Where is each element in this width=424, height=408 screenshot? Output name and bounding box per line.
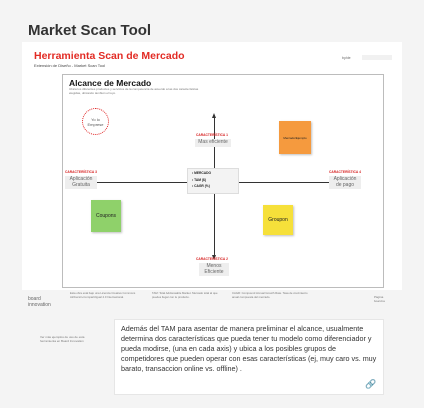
panel-description: Ubica los diferentes productos y servici… — [69, 87, 199, 95]
arrow-up-icon — [212, 113, 216, 118]
canvas-card: Herramienta Scan de Mercado Extensión de… — [22, 42, 402, 308]
description-text: Además del TAM para asentar de manera pr… — [121, 324, 377, 373]
footer-page: Página board.ia — [374, 295, 385, 303]
left-characteristic-value[interactable]: Aplicación Gratuita — [65, 176, 97, 189]
footer-tam-note: TAM: Total Addressable Market. Mercado t… — [152, 291, 218, 299]
bottom-characteristic-value[interactable]: Menos Eficiente — [199, 263, 229, 276]
panel-title: Alcance de Mercado — [69, 78, 152, 88]
link-icon[interactable]: 🔗 — [365, 379, 377, 389]
small-notes: Ver más ejemplos de uso de esta herramie… — [40, 335, 85, 344]
page-number: board.ia — [374, 298, 385, 303]
bottom-characteristic-label: CARACTERÍSTICA 2 — [196, 257, 228, 261]
cagr-line: • CAGR (%) — [192, 184, 210, 188]
small-note-line-2: herramienta en Board Innovation — [40, 338, 84, 343]
arrow-down-icon — [212, 255, 216, 260]
top-characteristic-label: CARACTERÍSTICA 1 — [196, 133, 228, 137]
footer-cagr-note: CAGR: Compound Annual Growth Rate. Tasa … — [232, 291, 308, 299]
market-scope-panel: Alcance de Mercado Ubica los diferentes … — [62, 74, 384, 288]
description-box: Además del TAM para asentar de manera pr… — [114, 319, 384, 395]
by-label: by/de — [342, 56, 351, 60]
sticky-note-green[interactable]: Coupons — [91, 200, 121, 232]
tam-line: • TAM ($) — [192, 177, 206, 182]
sticky-note-yellow[interactable]: Groupon — [263, 205, 293, 235]
header-subtitle: Extensión de Diseño - Market Scan Tool — [34, 63, 106, 68]
footer-license: Esta obra está bajo una Licencia Creativ… — [70, 291, 136, 299]
header-title: Herramienta Scan de Mercado — [34, 50, 185, 62]
logo-line-1: board — [28, 296, 41, 302]
page-label: Página — [374, 295, 384, 299]
right-characteristic-label: CARACTERÍSTICA 4 — [329, 170, 361, 174]
board-innovation-logo: board innovation — [28, 296, 51, 308]
market-line: • MERCADO — [192, 171, 212, 175]
tool-title: Market Scan Tool — [28, 22, 152, 39]
sticky-note-orange[interactable]: Mercado/Ejemplo — [279, 121, 311, 154]
right-characteristic-value[interactable]: Aplicación de pago — [329, 176, 361, 189]
logo-line-2: innovation — [28, 302, 51, 308]
left-characteristic-label: CARACTERÍSTICA 3 — [65, 170, 97, 174]
market-summary-box[interactable]: • MERCADO • TAM ($) • CAGR (%) — [187, 168, 239, 194]
small-note-line-1: Ver más ejemplos de uso de esta — [40, 335, 85, 339]
by-field[interactable] — [362, 55, 392, 60]
own-position-marker[interactable]: Yo lo Emprese — [82, 108, 109, 135]
top-characteristic-value[interactable]: Mas eficiente — [195, 139, 231, 147]
